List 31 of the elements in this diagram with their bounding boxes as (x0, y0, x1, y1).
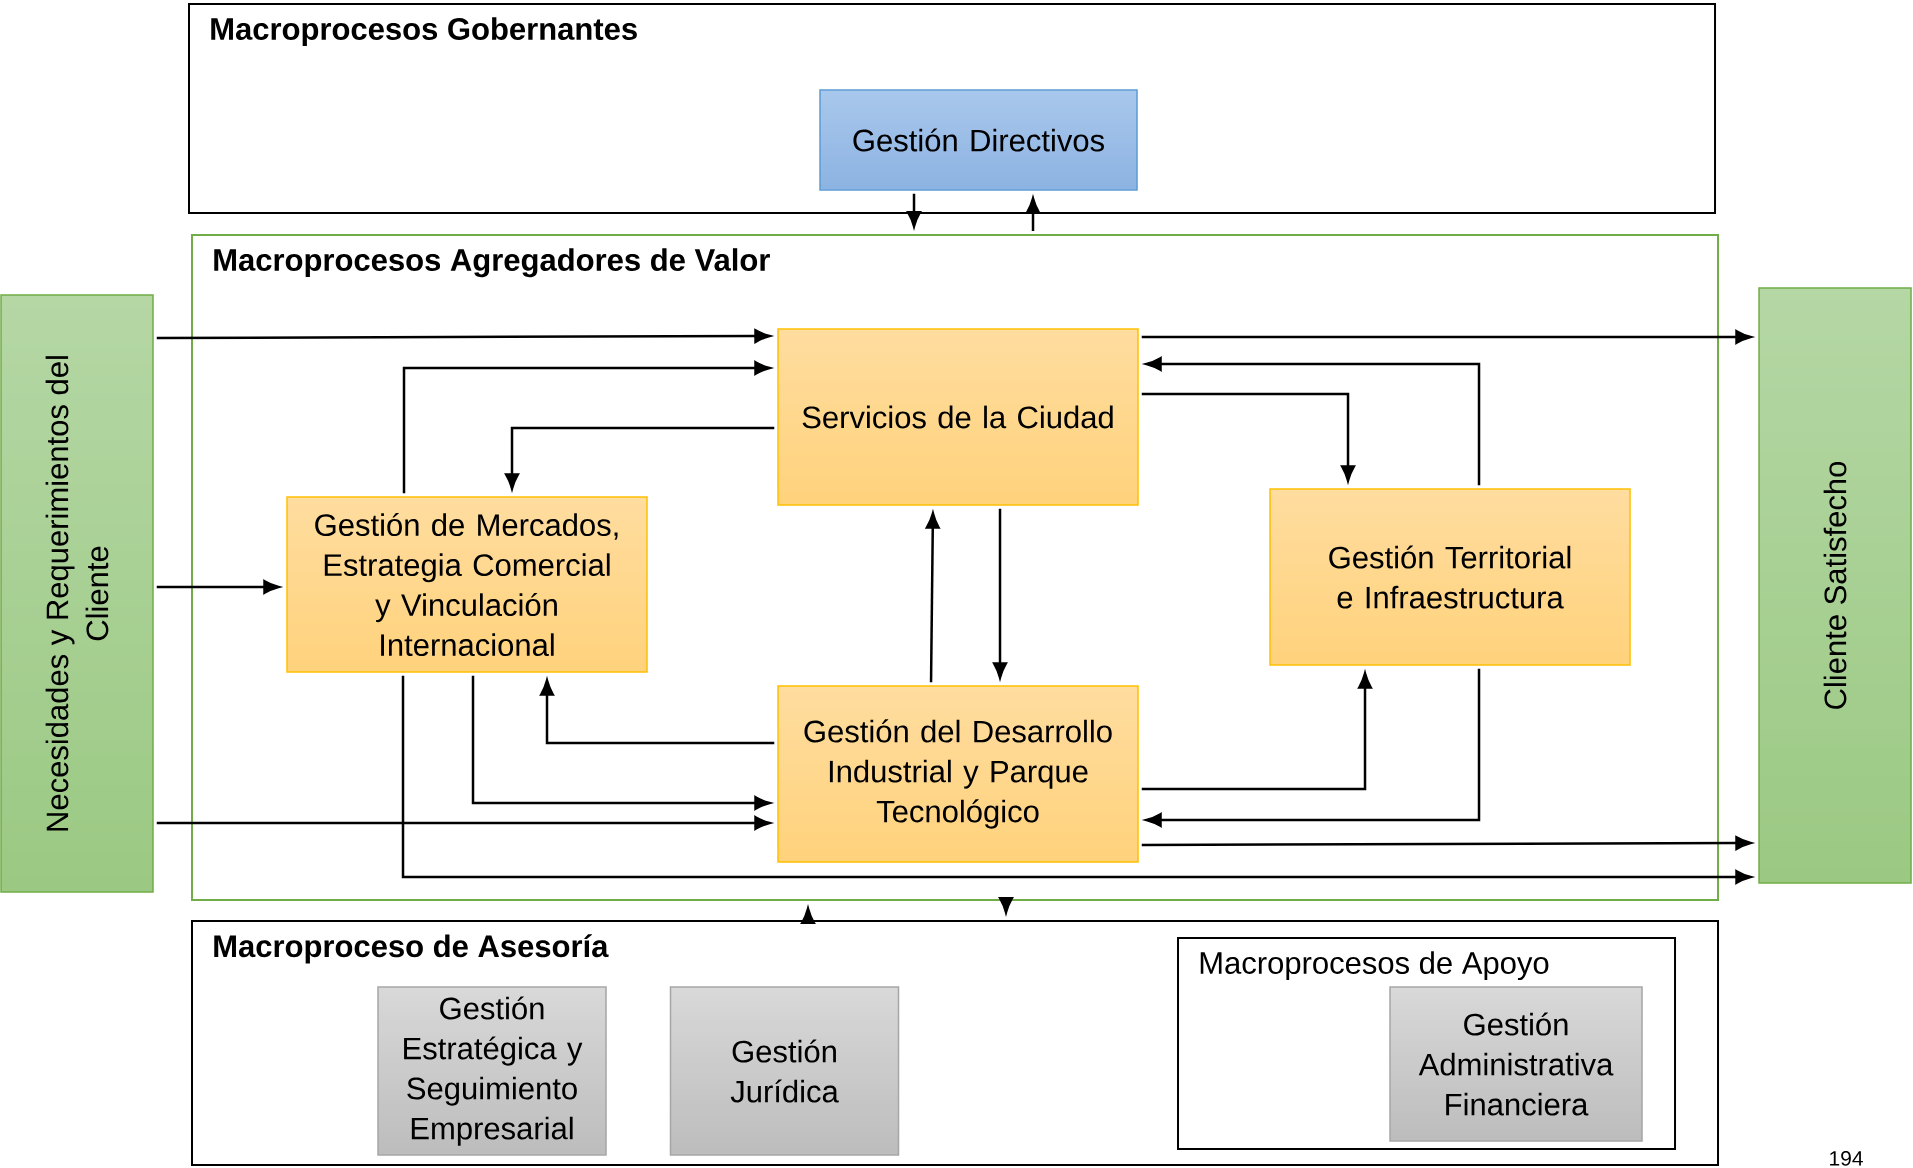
page-number: 194 (1830, 1150, 1863, 1166)
client-band: Necesidades y Requerimientos del Cliente (0, 294, 154, 893)
arrow (1145, 357, 1481, 486)
arrow (471, 675, 771, 810)
arrow (156, 329, 771, 344)
arrow (1141, 836, 1752, 851)
arrow (1141, 330, 1752, 344)
arrow (1141, 672, 1372, 791)
arrow (1026, 197, 1040, 231)
process-box: Gestión Estratégica y Seguimiento Empresarial (377, 986, 607, 1156)
arrow (402, 361, 771, 494)
process-box: Gestión Territorial e Infraestructura (1269, 488, 1631, 666)
arrow (993, 508, 1007, 679)
process-box: Gestión de Mercados, Estrategia Comercial y Vinculación Internacional (286, 496, 648, 673)
arrow (1145, 668, 1481, 827)
process-box: Gestión Administrativa Financiera (1389, 986, 1643, 1142)
arrow (925, 512, 940, 683)
arrow (1141, 392, 1355, 482)
arrow (540, 679, 775, 745)
arrow (801, 907, 815, 924)
client-band: Cliente Satisfecho (1758, 287, 1912, 884)
arrow (156, 580, 280, 594)
arrow (505, 426, 775, 490)
process-box: Gestión Jurídica (669, 986, 900, 1156)
arrow (401, 675, 1752, 884)
arrow (999, 897, 1013, 914)
arrow (156, 816, 771, 830)
arrow (907, 193, 921, 228)
process-box: Gestión Directivos (819, 89, 1138, 191)
process-box: Servicios de la Ciudad (777, 328, 1139, 506)
process-box: Gestión del Desarrollo Industrial y Parque Tecnológico (777, 685, 1139, 863)
